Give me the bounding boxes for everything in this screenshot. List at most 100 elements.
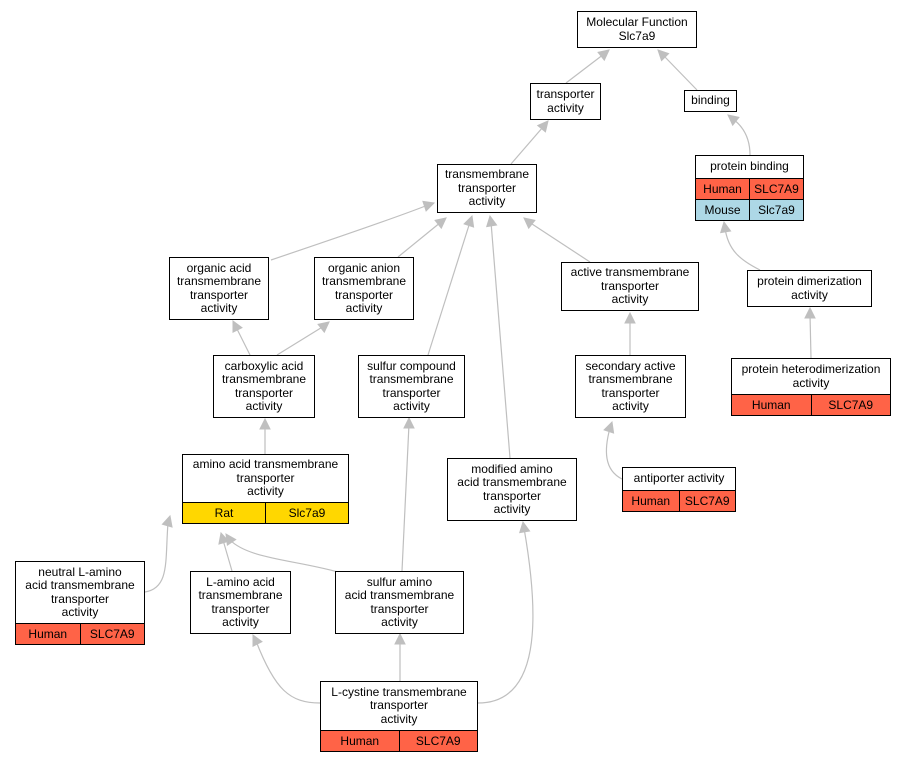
edge-tmt-to-ta [510,126,544,165]
node-bind[interactable]: binding [684,90,737,112]
species-cell: Rat [183,503,265,523]
node-ta[interactable]: transporter activity [530,83,601,120]
node-label: sulfur amino acid transmembrane transpor… [344,574,455,629]
node-oa[interactable]: organic acid transmembrane transporter a… [169,257,269,320]
node-label: protein heterodimerization activity [741,362,881,390]
node-label: transmembrane transporter activity [444,167,530,209]
node-label: organic anion transmembrane transporter … [321,260,407,315]
node-label: transporter activity [536,87,595,115]
edge-laa-to-aa [222,539,233,572]
arrowhead-anti-to-sat [603,420,615,434]
gene-cell: SLC7A9 [749,179,803,199]
arrowhead-lcys-to-maa [518,520,531,534]
node-label: protein dimerization activity [757,274,862,302]
arrowhead-ca-to-oa [232,320,243,333]
gene-cell: SLC7A9 [678,491,735,511]
node-nla[interactable]: neutral L-amino acid transmembrane trans… [15,561,145,645]
edge-ta-to-mf [565,53,605,84]
node-sat[interactable]: secondary active transmembrane transport… [575,355,686,418]
species-cell: Human [623,491,679,511]
node-label: antiporter activity [633,471,725,486]
node-label: amino acid transmembrane transporter act… [192,457,339,499]
arrowhead-nla-to-aa [161,514,173,528]
edge-bind-to-mf [663,55,698,91]
arrowhead-phd-to-pd [804,306,816,319]
gene-cell: Slc7a9 [749,200,803,220]
node-label: L-cystine transmembrane transporter acti… [331,684,467,726]
node-label: L-amino acid transmembrane transporter a… [198,574,283,629]
arrowhead-tmt-to-ta [536,120,549,133]
arrowhead-pb-to-bind [727,114,740,127]
node-laa[interactable]: L-amino acid transmembrane transporter a… [190,571,291,634]
node-mf[interactable]: Molecular Function Slc7a9 [577,11,697,48]
arrowhead-aa-to-ca [259,417,271,430]
edge-ca-to-oan [276,325,325,356]
gene-cell: SLC7A9 [398,731,477,751]
edge-sc-to-tmt [427,221,471,356]
arrowhead-oa-to-tmt [422,200,436,212]
arrowhead-lcys-to-saa [394,632,406,645]
arrowhead-lcys-to-laa [252,634,263,647]
node-label: active transmembrane transporter activit… [570,265,690,307]
arrowhead-ca-to-oan [317,321,330,334]
node-ca[interactable]: carboxylic acid transmembrane transporte… [213,355,315,418]
species-cell: Human [696,179,749,199]
edge-ca-to-oa [235,326,251,356]
arrowhead-atm-to-tmt [523,217,536,230]
edge-maa-to-tmt [490,221,511,459]
node-atm[interactable]: active transmembrane transporter activit… [561,262,699,311]
edge-saa-to-sc [401,423,410,572]
arrowhead-maa-to-tmt [485,214,498,228]
node-aa[interactable]: amino acid transmembrane transporter act… [182,454,349,524]
node-sc[interactable]: sulfur compound transmembrane transporte… [358,355,465,418]
node-saa[interactable]: sulfur amino acid transmembrane transpor… [335,571,464,634]
edge-lcys-to-laa [255,640,321,704]
node-label: protein binding [710,159,789,174]
arrowhead-oan-to-tmt [434,217,447,230]
edge-pd-to-pb [724,227,761,271]
edge-lcys-to-maa [477,527,534,704]
gene-cell: Slc7a9 [265,503,348,523]
gene-cell: SLC7A9 [810,395,890,415]
node-label: carboxylic acid transmembrane transporte… [221,358,307,413]
node-pd[interactable]: protein dimerization activity [747,270,872,307]
edge-anti-to-sat [605,427,623,480]
species-cell: Human [16,624,80,644]
node-label: secondary active transmembrane transport… [585,358,676,413]
node-lcys[interactable]: L-cystine transmembrane transporter acti… [320,681,478,752]
arrowhead-pd-to-pb [719,220,732,234]
arrowhead-ta-to-mf [597,49,610,62]
edge-nla-to-aa [144,522,169,593]
arrowhead-bind-to-mf [657,49,670,62]
edge-phd-to-pd [809,313,812,359]
arrowhead-sc-to-tmt [463,214,475,228]
edge-oa-to-tmt [270,204,429,261]
species-cell: Human [732,395,811,415]
node-tmt[interactable]: transmembrane transporter activity [437,164,537,213]
arrowhead-sat-to-atm [624,311,636,324]
edges [144,49,816,704]
edge-atm-to-tmt [528,221,591,263]
species-cell: Mouse [696,200,749,220]
node-oan[interactable]: organic anion transmembrane transporter … [314,257,414,320]
node-label: binding [691,93,730,108]
node-label: Molecular Function Slc7a9 [586,15,688,43]
edge-pb-to-bind [732,118,751,156]
node-maa[interactable]: modified amino acid transmembrane transp… [447,458,577,521]
edge-saa-to-aa [229,539,346,575]
node-label: neutral L-amino acid transmembrane trans… [25,564,135,619]
node-label: organic acid transmembrane transporter a… [176,260,262,315]
species-cell: Human [321,731,399,751]
gene-cell: SLC7A9 [79,624,144,644]
